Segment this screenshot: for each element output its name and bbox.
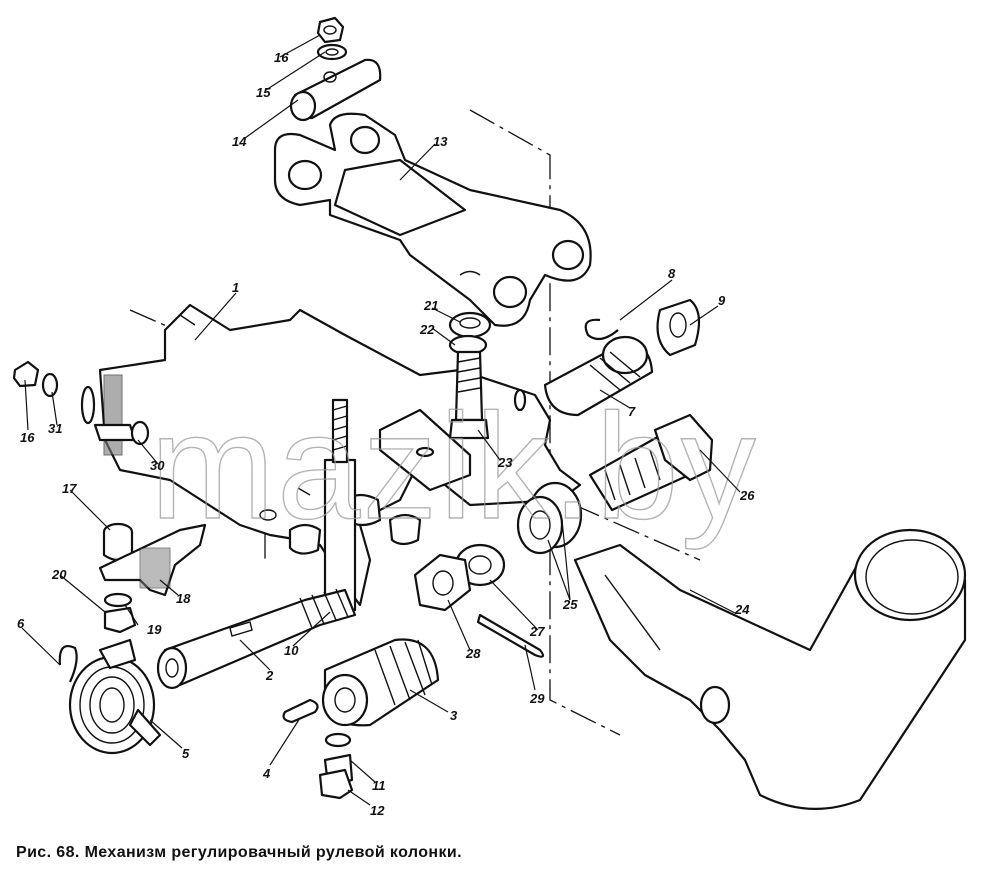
label-part-14: 14 bbox=[232, 134, 247, 149]
part-9-lock-plate bbox=[656, 298, 701, 357]
part-31-washer bbox=[41, 372, 59, 398]
callout-lines bbox=[21, 34, 741, 806]
part-16-nut-top bbox=[316, 16, 345, 44]
part-30-bolt bbox=[93, 420, 150, 446]
part-6-circlip bbox=[58, 644, 78, 683]
part-labels: 1 2 3 4 5 6 7 8 9 10 11 12 13 14 15 16 1… bbox=[17, 50, 755, 818]
label-part-4: 4 bbox=[262, 766, 271, 781]
label-part-23: 23 bbox=[497, 455, 513, 470]
part-2-shaft bbox=[156, 588, 357, 690]
label-part-19: 19 bbox=[147, 622, 162, 637]
part-18-spring-plate bbox=[98, 523, 207, 597]
label-part-7: 7 bbox=[628, 404, 636, 419]
label-part-12: 12 bbox=[370, 803, 385, 818]
part-17-bolt bbox=[102, 522, 134, 562]
label-part-3: 3 bbox=[450, 708, 458, 723]
part-28-castle-nut bbox=[413, 553, 472, 612]
watermark: mazik.by bbox=[150, 382, 758, 550]
part-12-bolt bbox=[318, 753, 354, 800]
label-part-30: 30 bbox=[150, 458, 165, 473]
label-part-9: 9 bbox=[718, 293, 726, 308]
part-24-column-tube bbox=[573, 528, 967, 810]
part-8-retaining-ring bbox=[584, 318, 619, 341]
figure-caption: Рис. 68. Механизм регулировачный рулевой… bbox=[16, 844, 462, 861]
label-part-31: 31 bbox=[48, 421, 62, 436]
label-part-13: 13 bbox=[433, 134, 448, 149]
part-20-nut bbox=[103, 606, 137, 634]
label-part-5: 5 bbox=[182, 746, 190, 761]
part-29-cotter-pin bbox=[476, 613, 545, 658]
label-part-15: 15 bbox=[256, 85, 271, 100]
part-10-screw-post bbox=[323, 398, 357, 612]
part-23-bolt bbox=[448, 350, 490, 440]
label-part-20: 20 bbox=[51, 567, 67, 582]
label-part-10: 10 bbox=[284, 643, 299, 658]
part-19-washer bbox=[103, 592, 133, 608]
label-part-1: 1 bbox=[232, 280, 239, 295]
part-26-threaded-bolt bbox=[588, 413, 714, 512]
label-part-6: 6 bbox=[17, 616, 25, 631]
label-part-18: 18 bbox=[176, 591, 191, 606]
label-part-8: 8 bbox=[668, 266, 676, 281]
part-14-pin bbox=[289, 58, 382, 122]
part-16-nut-left bbox=[12, 360, 40, 388]
label-part-16-left: 16 bbox=[20, 430, 35, 445]
part-5-spring bbox=[68, 638, 162, 755]
label-part-17: 17 bbox=[62, 481, 77, 496]
label-part-27: 27 bbox=[529, 624, 545, 639]
label-part-2: 2 bbox=[265, 668, 274, 683]
label-part-29: 29 bbox=[529, 691, 545, 706]
part-3-sleeve bbox=[321, 638, 440, 727]
part-4-key bbox=[282, 698, 319, 724]
part-25-washers bbox=[516, 481, 583, 555]
label-part-21: 21 bbox=[423, 298, 438, 313]
part-11-washer bbox=[324, 732, 352, 748]
label-part-28: 28 bbox=[465, 646, 481, 661]
label-part-24: 24 bbox=[734, 602, 750, 617]
label-part-25: 25 bbox=[562, 597, 578, 612]
label-part-26: 26 bbox=[739, 488, 755, 503]
label-part-11: 11 bbox=[372, 778, 386, 793]
part-13-upper-bracket bbox=[273, 112, 592, 327]
part-21-nut bbox=[448, 311, 492, 339]
part-7-splined-shaft bbox=[543, 335, 654, 417]
label-part-22: 22 bbox=[419, 322, 435, 337]
part-15-washer bbox=[316, 43, 348, 61]
label-part-16-top: 16 bbox=[274, 50, 289, 65]
